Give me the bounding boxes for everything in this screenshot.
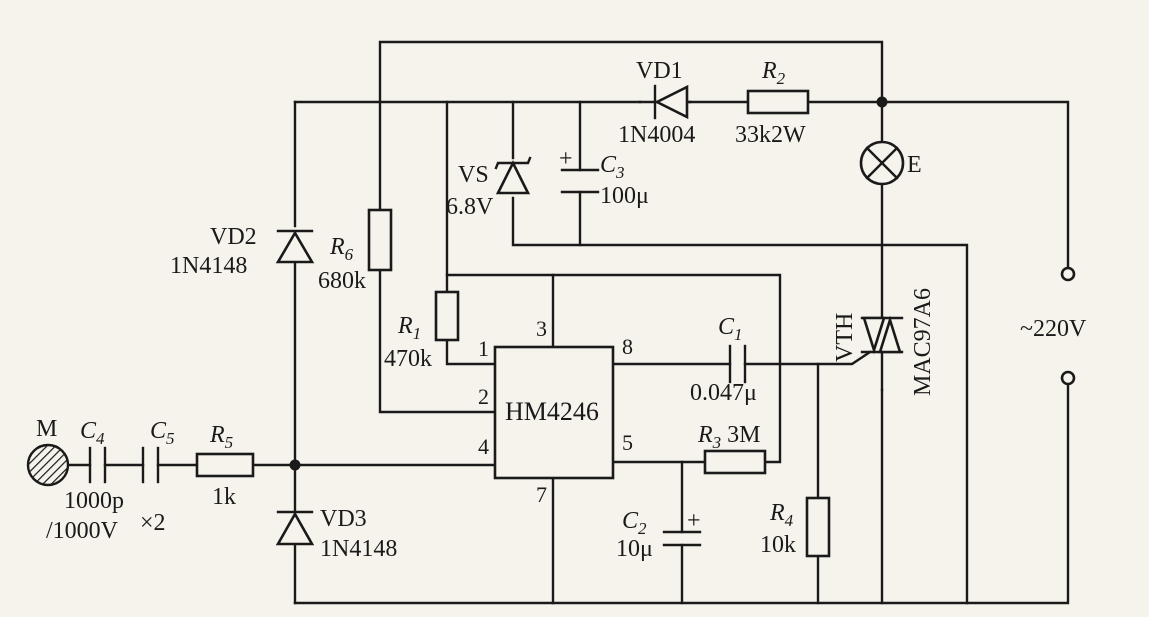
label-r2: R2 xyxy=(761,58,786,88)
label-pin-7: 7 xyxy=(536,482,547,507)
label-c2: C2 xyxy=(622,508,647,538)
label-pin-1: 1 xyxy=(478,336,489,361)
label-vs: VS xyxy=(458,162,489,188)
label-triac-part: MAC97A6 xyxy=(910,288,936,396)
label-c3-value: 100μ xyxy=(600,183,649,209)
label-c4: C4 xyxy=(80,418,105,448)
label-r6: R6 xyxy=(329,234,354,264)
label-r2-value: 33k2W xyxy=(735,122,806,148)
wire-r6-top xyxy=(378,40,884,212)
wire-r1-pin1 xyxy=(445,338,497,366)
label-pin-8: 8 xyxy=(622,334,633,359)
label-vth: VTH xyxy=(832,313,858,362)
label-vs-value: 6.8V xyxy=(446,194,494,220)
capacitor-c5 xyxy=(141,446,160,484)
resistor-r2 xyxy=(746,89,810,115)
resistor-r5 xyxy=(195,452,255,478)
label-r5: R5 xyxy=(209,422,233,452)
junction-node-input xyxy=(289,459,301,471)
label-r1-value: 470k xyxy=(384,346,432,372)
ic-hm4246 xyxy=(493,345,615,480)
label-c45-value: 1000p xyxy=(64,488,124,514)
capacitor-c3 xyxy=(560,168,600,194)
label-c45-voltage: /1000V xyxy=(46,518,119,544)
label-r6-value: 680k xyxy=(318,268,366,294)
capacitor-c2 xyxy=(662,530,702,547)
label-c2-plus: + xyxy=(687,508,701,534)
label-r5-value: 1k xyxy=(212,484,236,510)
lamp-e xyxy=(859,140,905,186)
label-c5: C5 xyxy=(150,418,175,448)
label-c1-value: 0.047μ xyxy=(690,380,757,406)
resistor-r4 xyxy=(805,496,831,558)
label-vd3-part: 1N4148 xyxy=(320,536,397,562)
ac-terminal-bottom xyxy=(1060,370,1076,386)
label-r4: R4 xyxy=(769,500,794,530)
triac-vth xyxy=(860,315,904,392)
label-supply: ~220V xyxy=(1020,316,1087,342)
label-ic: HM4246 xyxy=(505,397,599,426)
junction-node-top xyxy=(876,96,888,108)
label-lamp-e: E xyxy=(907,152,922,178)
label-c1: C1 xyxy=(718,314,743,344)
label-c45-mult: ×2 xyxy=(140,510,166,536)
label-pin-3: 3 xyxy=(536,316,547,341)
wire-c1-gate xyxy=(743,350,872,366)
zener-vs xyxy=(494,156,532,195)
ac-terminal-top xyxy=(1060,266,1076,282)
label-m: M xyxy=(36,416,57,442)
label-c3: C3 xyxy=(600,152,625,182)
label-c3-plus: + xyxy=(559,146,573,172)
label-vd1: VD1 xyxy=(636,58,683,84)
capacitor-c1 xyxy=(728,344,747,384)
resistor-r1 xyxy=(434,290,460,342)
resistor-r6 xyxy=(367,208,393,272)
diode-vd1 xyxy=(638,84,692,120)
wire-vs-return xyxy=(511,196,969,605)
label-vd2: VD2 xyxy=(210,224,257,250)
label-r1: R1 xyxy=(397,313,421,343)
label-pin-2: 2 xyxy=(478,384,489,409)
wire-to-ac-top xyxy=(880,100,1070,270)
label-pin-4: 4 xyxy=(478,434,489,459)
microphone-m xyxy=(26,443,70,487)
wire-pin3-loop xyxy=(445,273,782,464)
label-c2-value: 10μ xyxy=(616,536,653,562)
capacitor-c4 xyxy=(88,446,107,484)
label-r4-value: 10k xyxy=(760,532,796,558)
label-vd2-part: 1N4148 xyxy=(170,253,247,279)
diode-vd2 xyxy=(275,229,315,264)
resistor-r3 xyxy=(703,449,767,475)
label-vd3: VD3 xyxy=(320,506,367,532)
diode-vd3 xyxy=(275,510,315,546)
wire-r6-pin2 xyxy=(378,268,497,414)
label-vd1-part: 1N4004 xyxy=(618,122,695,148)
label-pin-5: 5 xyxy=(622,430,633,455)
